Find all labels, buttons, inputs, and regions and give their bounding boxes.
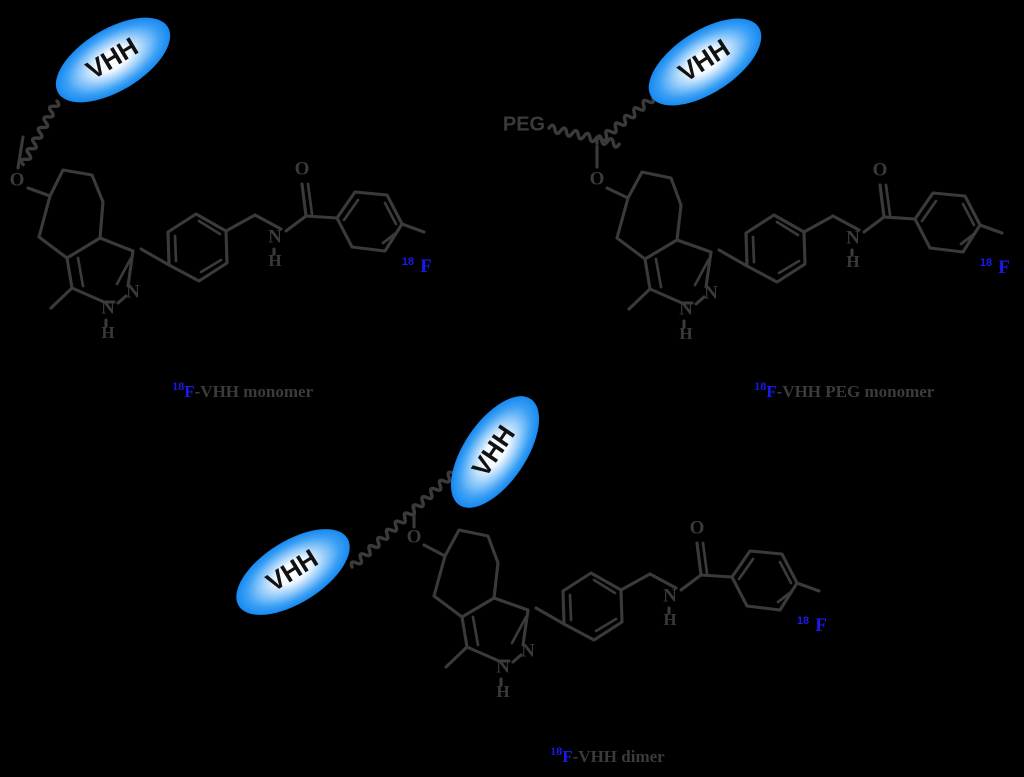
fluorobenzene-peg bbox=[882, 191, 1004, 254]
amide-linkage-dimer bbox=[619, 572, 678, 592]
caption-f-monomer: F bbox=[184, 382, 194, 401]
caption-peg-monomer: 18F-VHH PEG monomer bbox=[716, 379, 964, 401]
core-ring-system-monomer bbox=[26, 168, 135, 310]
amide-nitrogen-label-peg: N bbox=[846, 227, 860, 248]
ring-nitrogen-nh-label-peg: N bbox=[679, 298, 693, 319]
amide-nitrogen-label: N bbox=[268, 226, 282, 247]
carbonyl-monomer bbox=[284, 182, 314, 233]
caption-isotope-peg: 18 bbox=[754, 379, 766, 393]
caption-text-dimer: -VHH dimer bbox=[573, 747, 666, 766]
peg-label: PEG bbox=[503, 113, 545, 135]
panel-monomer: VHH O N H N bbox=[10, 0, 432, 401]
ring-nitrogen-nh-label: N bbox=[101, 297, 115, 318]
caption-monomer: 18F-VHH monomer bbox=[134, 379, 343, 401]
fluorine-18-isotope-number-dimer: 18 bbox=[797, 615, 809, 627]
carbonyl-dimer bbox=[679, 541, 709, 592]
fluorine-symbol-peg: F bbox=[998, 257, 1010, 278]
panel-dimer: VHH VHH O N H N bbox=[222, 381, 827, 766]
caption-f-peg: F bbox=[766, 382, 776, 401]
caption-text-peg: -VHH PEG monomer bbox=[777, 382, 935, 401]
amide-linkage-peg bbox=[802, 214, 861, 234]
caption-dimer: 18F-VHH dimer bbox=[512, 744, 694, 766]
fluorine-18-isotope-number-peg: 18 bbox=[980, 257, 992, 269]
panel-peg-monomer: PEG VHH O N H bbox=[503, 1, 1010, 401]
ring-nitrogen-label-peg: N bbox=[704, 282, 718, 303]
ether-oxygen-label-peg: O bbox=[590, 168, 605, 189]
amide-hydrogen-label-peg: H bbox=[846, 252, 859, 271]
amide-hydrogen-label-dimer: H bbox=[663, 610, 676, 629]
fluorine-18-isotope-number: 18 bbox=[402, 256, 414, 268]
amide-nitrogen-label-dimer: N bbox=[663, 585, 677, 606]
ring-nh-hydrogen-label: H bbox=[101, 323, 114, 342]
ring-nitrogen-label-dimer: N bbox=[521, 640, 535, 661]
amide-hydrogen-label: H bbox=[268, 251, 281, 270]
ring-nitrogen-label: N bbox=[126, 281, 140, 302]
svg-text:18F-VHH dimer: 18F-VHH dimer bbox=[512, 744, 694, 766]
caption-isotope-monomer: 18 bbox=[172, 379, 184, 393]
caption-f-dimer: F bbox=[562, 747, 572, 766]
ring-nh-hydrogen-label-dimer: H bbox=[496, 682, 509, 701]
fluorobenzene-dimer bbox=[699, 549, 821, 612]
svg-text:18F-VHH PEG monomer: 18F-VHH PEG monomer bbox=[716, 379, 964, 401]
fluorobenzene-monomer bbox=[304, 190, 426, 253]
fluorine-symbol-dimer: F bbox=[815, 615, 827, 636]
core-ring-system-dimer bbox=[422, 528, 530, 669]
ether-oxygen-label-dimer: O bbox=[407, 526, 422, 547]
caption-text-monomer: -VHH monomer bbox=[195, 382, 314, 401]
linker-squiggle-monomer bbox=[16, 97, 62, 170]
carbonyl-peg bbox=[862, 183, 892, 234]
svg-text:18F-VHH monomer: 18F-VHH monomer bbox=[134, 379, 343, 401]
ring-nitrogen-nh-label-dimer: N bbox=[496, 656, 510, 677]
caption-isotope-dimer: 18 bbox=[550, 744, 562, 758]
fluorine-symbol: F bbox=[420, 256, 432, 277]
core-ring-system-peg bbox=[605, 170, 713, 311]
ether-oxygen-label: O bbox=[10, 169, 25, 190]
ring-nh-hydrogen-label-peg: H bbox=[679, 324, 692, 343]
carbonyl-oxygen-label: O bbox=[295, 158, 310, 179]
amide-linkage-monomer bbox=[224, 213, 283, 233]
carbonyl-oxygen-label-dimer: O bbox=[690, 517, 705, 538]
carbonyl-oxygen-label-peg: O bbox=[873, 159, 888, 180]
